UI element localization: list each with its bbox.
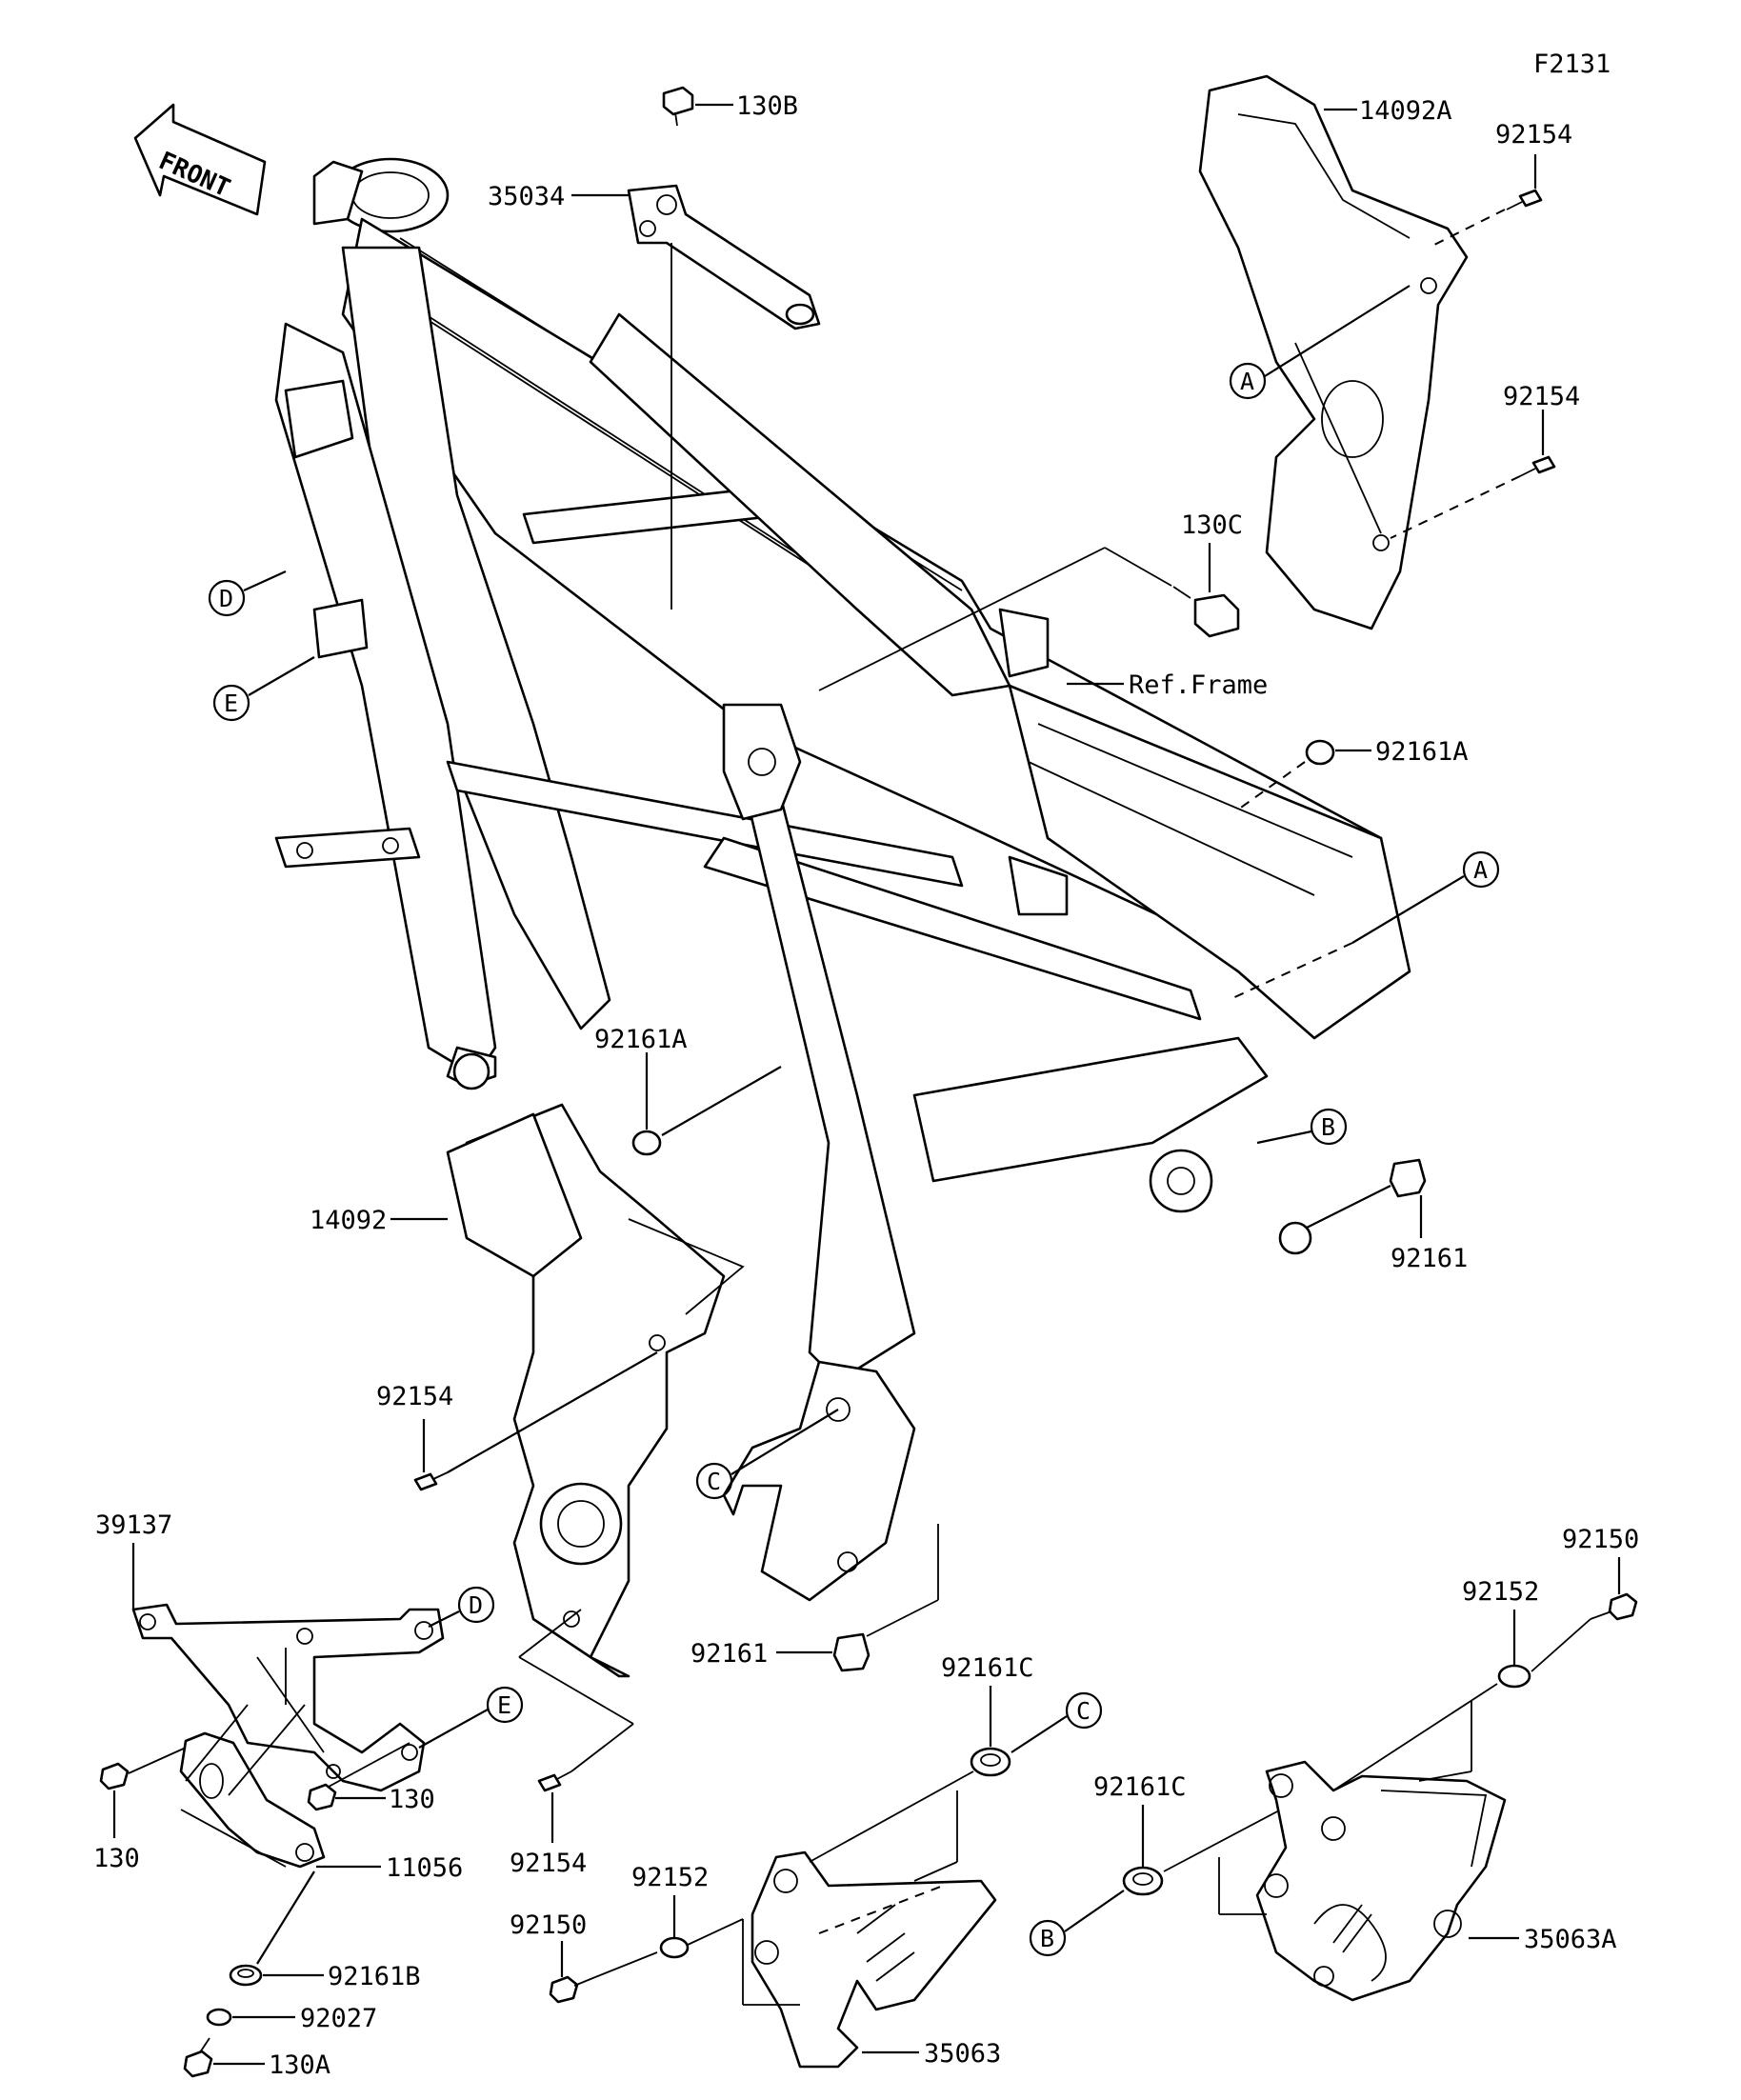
callout-a-1: A bbox=[1240, 368, 1254, 395]
label-92027: 92027 bbox=[300, 2004, 377, 2033]
label-92161b: 92161B bbox=[328, 1962, 421, 1991]
label-130c: 130C bbox=[1181, 510, 1243, 540]
label-35063a: 35063A bbox=[1524, 1925, 1617, 1954]
ref-frame-label: Ref.Frame bbox=[1129, 670, 1268, 700]
figure-code: F2131 bbox=[1533, 50, 1611, 79]
bolt-130-a bbox=[99, 1762, 130, 1790]
grommet-92161c-b bbox=[1122, 1866, 1164, 1896]
label-92161c-b: 92161C bbox=[1093, 1772, 1187, 1802]
label-35034: 35034 bbox=[488, 182, 565, 211]
label-92161-a: 92161 bbox=[1391, 1244, 1468, 1273]
label-130-a: 130 bbox=[93, 1844, 140, 1873]
label-14092: 14092 bbox=[310, 1206, 387, 1235]
bolt-92150-b bbox=[1590, 1592, 1638, 1621]
side-cover-14092a bbox=[1198, 74, 1469, 630]
screw-92154-a bbox=[1506, 189, 1543, 210]
step-bracket-35063 bbox=[750, 1850, 997, 2069]
callout-d-1: D bbox=[219, 585, 233, 612]
callout-c-1: C bbox=[707, 1468, 721, 1495]
label-35063: 35063 bbox=[924, 2039, 1001, 2069]
label-92161c-a: 92161C bbox=[941, 1653, 1034, 1683]
front-arrow-icon: FRONT bbox=[133, 103, 267, 216]
bracket-11056 bbox=[179, 1731, 326, 1869]
label-14092a: 14092A bbox=[1359, 96, 1452, 126]
grommet-92161-a bbox=[1389, 1158, 1427, 1198]
grommet-92161a-b bbox=[631, 1130, 662, 1156]
label-130b: 130B bbox=[736, 91, 798, 121]
label-92161a-a: 92161A bbox=[1375, 737, 1469, 767]
step-bracket-35063a bbox=[1255, 1760, 1507, 2002]
callout-d-2: D bbox=[469, 1591, 483, 1619]
callout-c-2: C bbox=[1076, 1697, 1091, 1725]
bolt-92150-a bbox=[549, 1975, 596, 2004]
label-92161a-b: 92161A bbox=[594, 1025, 688, 1054]
callout-e-1: E bbox=[224, 690, 238, 717]
grommet-92161-b bbox=[832, 1632, 870, 1672]
bolt-130c bbox=[1172, 586, 1240, 638]
label-92150-a: 92150 bbox=[510, 1910, 587, 1940]
screw-92154-b bbox=[1519, 455, 1556, 477]
washer-92027 bbox=[206, 2008, 232, 2027]
bracket-35034 bbox=[627, 184, 821, 330]
bolt-130a bbox=[183, 2037, 213, 2078]
label-92161-b: 92161 bbox=[690, 1639, 768, 1669]
bolt-130-b bbox=[307, 1783, 337, 1811]
grommet-92161a-a bbox=[1305, 739, 1335, 766]
label-92152-b: 92152 bbox=[1462, 1577, 1539, 1607]
engine-bracket-39137 bbox=[131, 1603, 445, 1792]
label-39137: 39137 bbox=[95, 1510, 172, 1540]
label-92154-d: 92154 bbox=[510, 1849, 587, 1878]
label-11056: 11056 bbox=[386, 1853, 463, 1883]
label-92154-c: 92154 bbox=[376, 1382, 453, 1411]
collar-92152-b bbox=[1497, 1664, 1531, 1689]
screw-92154-d bbox=[537, 1770, 572, 1792]
label-92152-a: 92152 bbox=[631, 1863, 709, 1892]
grommet-92161b bbox=[229, 1964, 263, 1987]
callout-b-1: B bbox=[1321, 1113, 1335, 1141]
label-130-b: 130 bbox=[389, 1785, 435, 1814]
bolt-130b bbox=[662, 86, 694, 127]
label-130a: 130A bbox=[269, 2050, 330, 2080]
callout-b-2: B bbox=[1040, 1925, 1054, 1952]
grommet-92161c-a bbox=[970, 1747, 1011, 1777]
label-92154-b: 92154 bbox=[1503, 382, 1580, 411]
screw-92154-c bbox=[413, 1471, 449, 1491]
label-92154-a: 92154 bbox=[1495, 120, 1572, 150]
callout-a-2: A bbox=[1473, 856, 1488, 884]
main-frame bbox=[274, 157, 1411, 1602]
callout-e-2: E bbox=[497, 1691, 511, 1719]
collar-92152-a bbox=[659, 1936, 690, 1959]
label-92150-b: 92150 bbox=[1562, 1525, 1639, 1554]
side-cover-14092 bbox=[446, 1103, 745, 1678]
